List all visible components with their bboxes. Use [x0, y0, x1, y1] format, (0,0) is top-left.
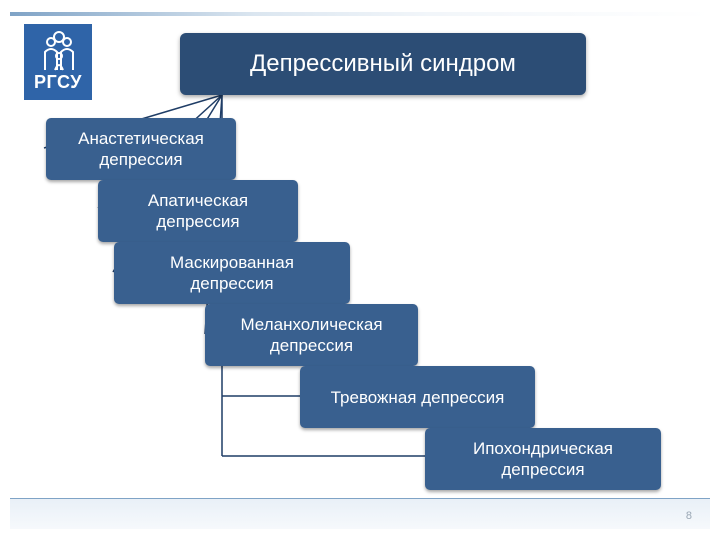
- subtype-label: Меланхолическая депрессия: [240, 315, 383, 355]
- rgsu-logo: РГСУ: [24, 24, 92, 100]
- subtype-label: Маскированная депрессия: [170, 253, 294, 293]
- subtype-label: Тревожная депрессия: [330, 387, 505, 407]
- subtype-box: Меланхолическая депрессия: [205, 304, 418, 366]
- diagram-title: Депрессивный синдром: [180, 33, 586, 95]
- subtype-box: Анастетическая депрессия: [46, 118, 236, 180]
- subtype-label: Апатическая депрессия: [147, 191, 249, 231]
- page-number: 8: [685, 510, 692, 522]
- subtype-box: Маскированная депрессия: [114, 242, 350, 304]
- bottom-rule: [10, 498, 710, 529]
- subtype-box: Ипохондрическая депрессия: [425, 428, 661, 490]
- subtype-label: Ипохондрическая депрессия: [473, 439, 613, 479]
- logo-text: РГСУ: [34, 72, 82, 92]
- top-rule: [10, 12, 710, 16]
- family-emblem-icon: [44, 31, 74, 71]
- subtype-box: Апатическая депрессия: [98, 180, 298, 242]
- subtype-box: Тревожная депрессия: [300, 366, 535, 428]
- subtype-label: Анастетическая депрессия: [78, 129, 204, 169]
